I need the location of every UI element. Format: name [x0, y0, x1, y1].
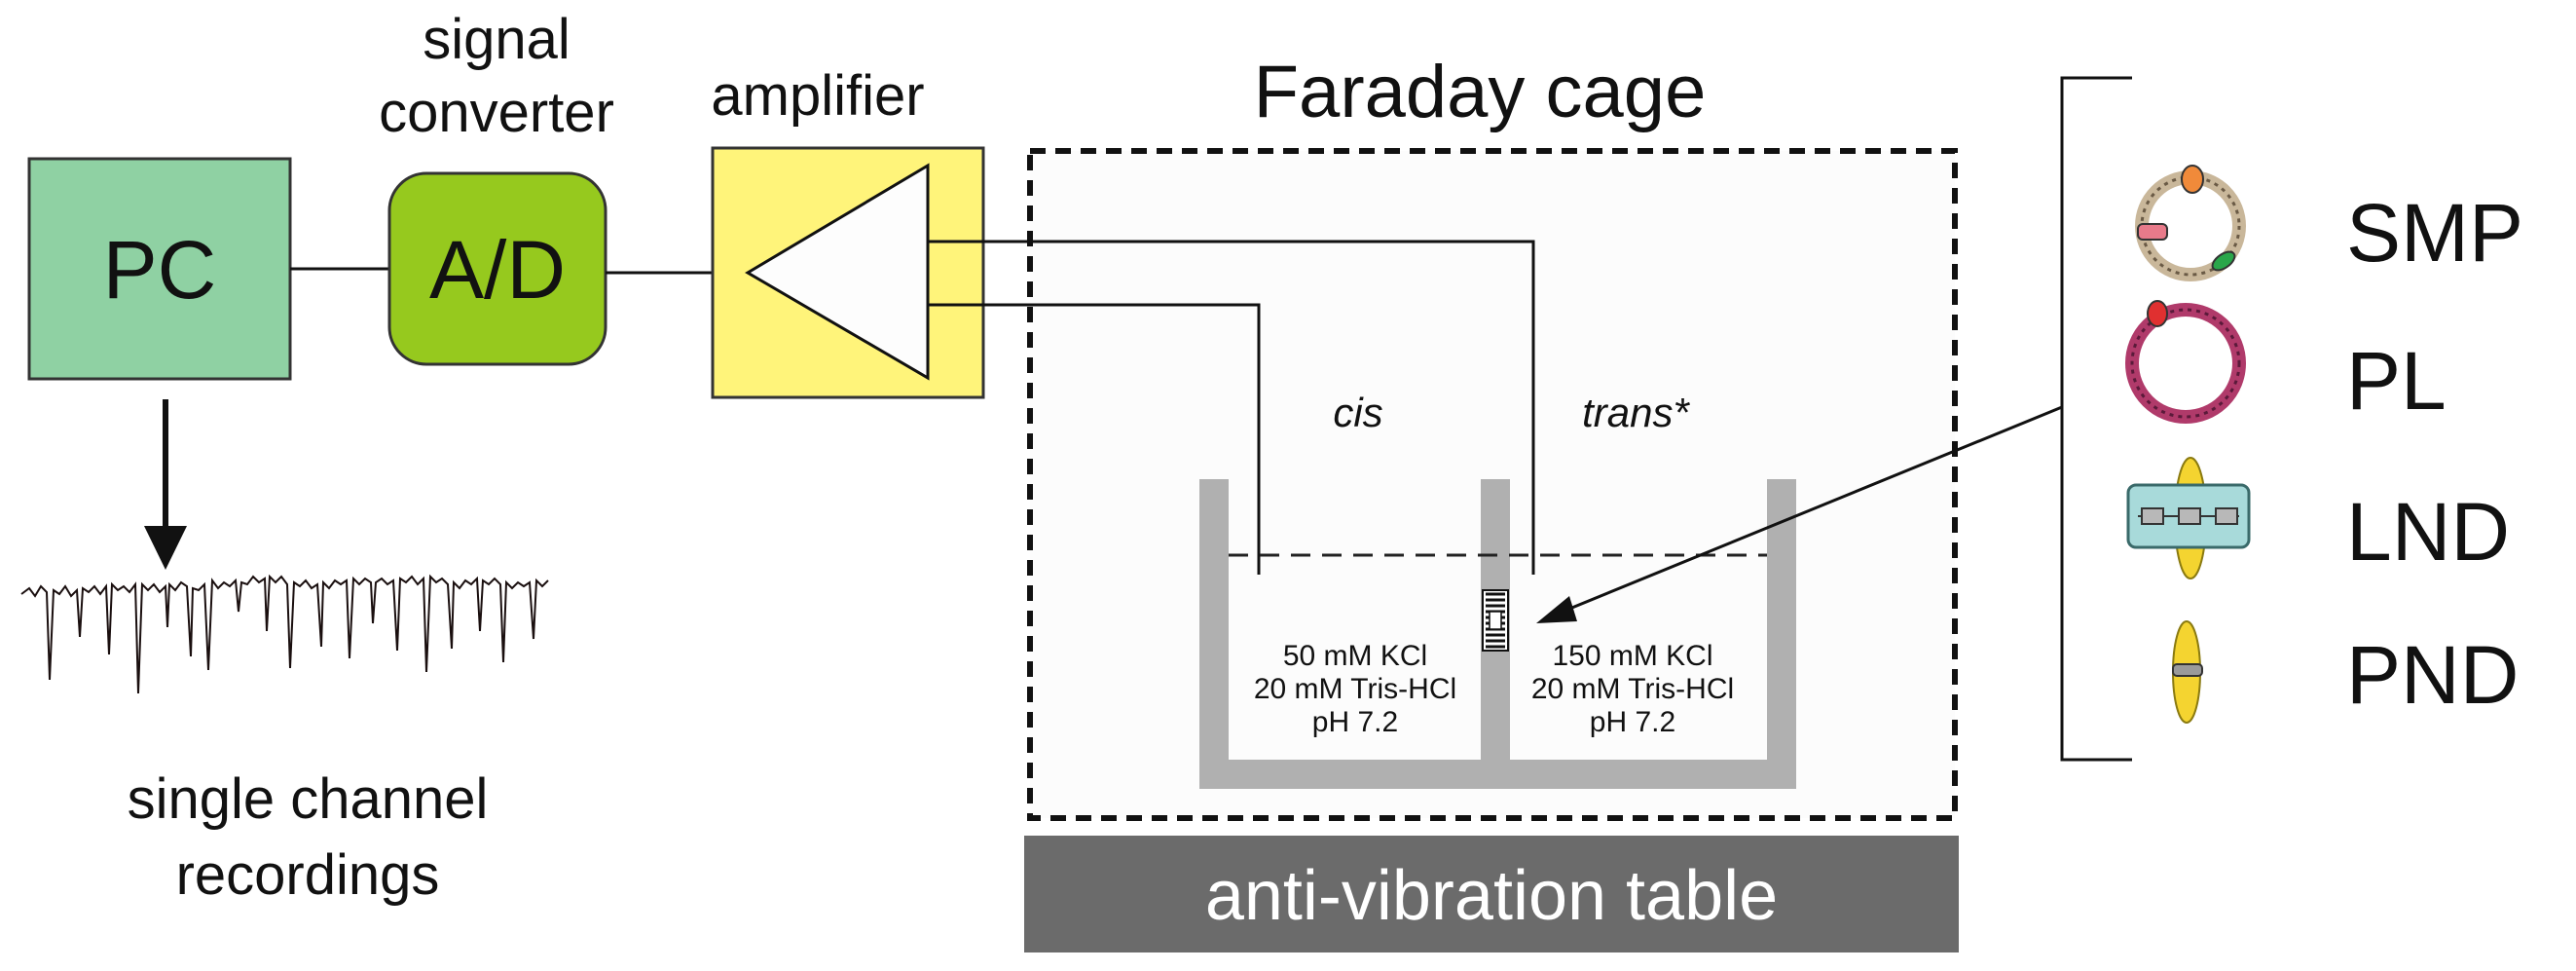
electrode-wire-trans: [928, 240, 1535, 575]
amplifier-box: [711, 146, 985, 399]
trans-solution-line: pH 7.2: [1590, 706, 1675, 738]
sample-bracket: [2060, 76, 2132, 762]
converter-caption-line2: converter: [379, 81, 614, 144]
electrode-wire-cis: [928, 303, 1261, 575]
smp-vesicle-icon: [2135, 165, 2246, 281]
cis-solution: 50 mM KCl 20 mM Tris-HCl pH 7.2: [1254, 640, 1456, 738]
anti-vibration-table: anti-vibration table: [1024, 836, 1959, 952]
arrow-head-icon: [1536, 596, 1577, 623]
sample-label-pnd: PND: [2346, 629, 2519, 721]
sample-label-pl: PL: [2346, 335, 2447, 427]
sample-label-lnd: LND: [2346, 486, 2510, 578]
trans-label: trans*: [1582, 390, 1690, 435]
trans-solution-line: 150 mM KCl: [1552, 640, 1712, 672]
arrow-head-icon: [144, 526, 187, 570]
converter-label: A/D: [429, 224, 566, 316]
pl-vesicle-icon: [2125, 300, 2246, 424]
cis-solution-line: 20 mM Tris-HCl: [1254, 673, 1456, 705]
amplifier-triangle-icon: [745, 163, 930, 381]
table-label: anti-vibration table: [1205, 857, 1778, 935]
trans-solution-line: 20 mM Tris-HCl: [1531, 673, 1734, 705]
bilayer-membrane-icon: [1482, 589, 1509, 652]
sample-label-smp: SMP: [2346, 187, 2523, 279]
arrow-sample-to-membrane: [1557, 405, 2063, 616]
pnd-nanodisc-icon: [2172, 620, 2203, 724]
pc-box: PC: [27, 157, 292, 381]
pc-label: PC: [103, 224, 217, 316]
recordings-caption-line2: recordings: [176, 843, 440, 907]
bilayer-chamber: [1199, 479, 1796, 789]
converter-box: A/D: [387, 171, 607, 366]
single-channel-trace: [20, 574, 549, 694]
cis-label: cis: [1333, 390, 1382, 435]
amplifier-caption: amplifier: [711, 64, 924, 128]
trans-solution: 150 mM KCl 20 mM Tris-HCl pH 7.2: [1531, 640, 1734, 738]
converter-caption-line1: signal: [423, 8, 570, 71]
cis-solution-line: pH 7.2: [1312, 706, 1398, 738]
faraday-title: Faraday cage: [1254, 51, 1707, 133]
cis-solution-line: 50 mM KCl: [1283, 640, 1427, 672]
lnd-nanodisc-icon: [2126, 457, 2251, 579]
recordings-caption-line1: single channel: [128, 767, 489, 831]
